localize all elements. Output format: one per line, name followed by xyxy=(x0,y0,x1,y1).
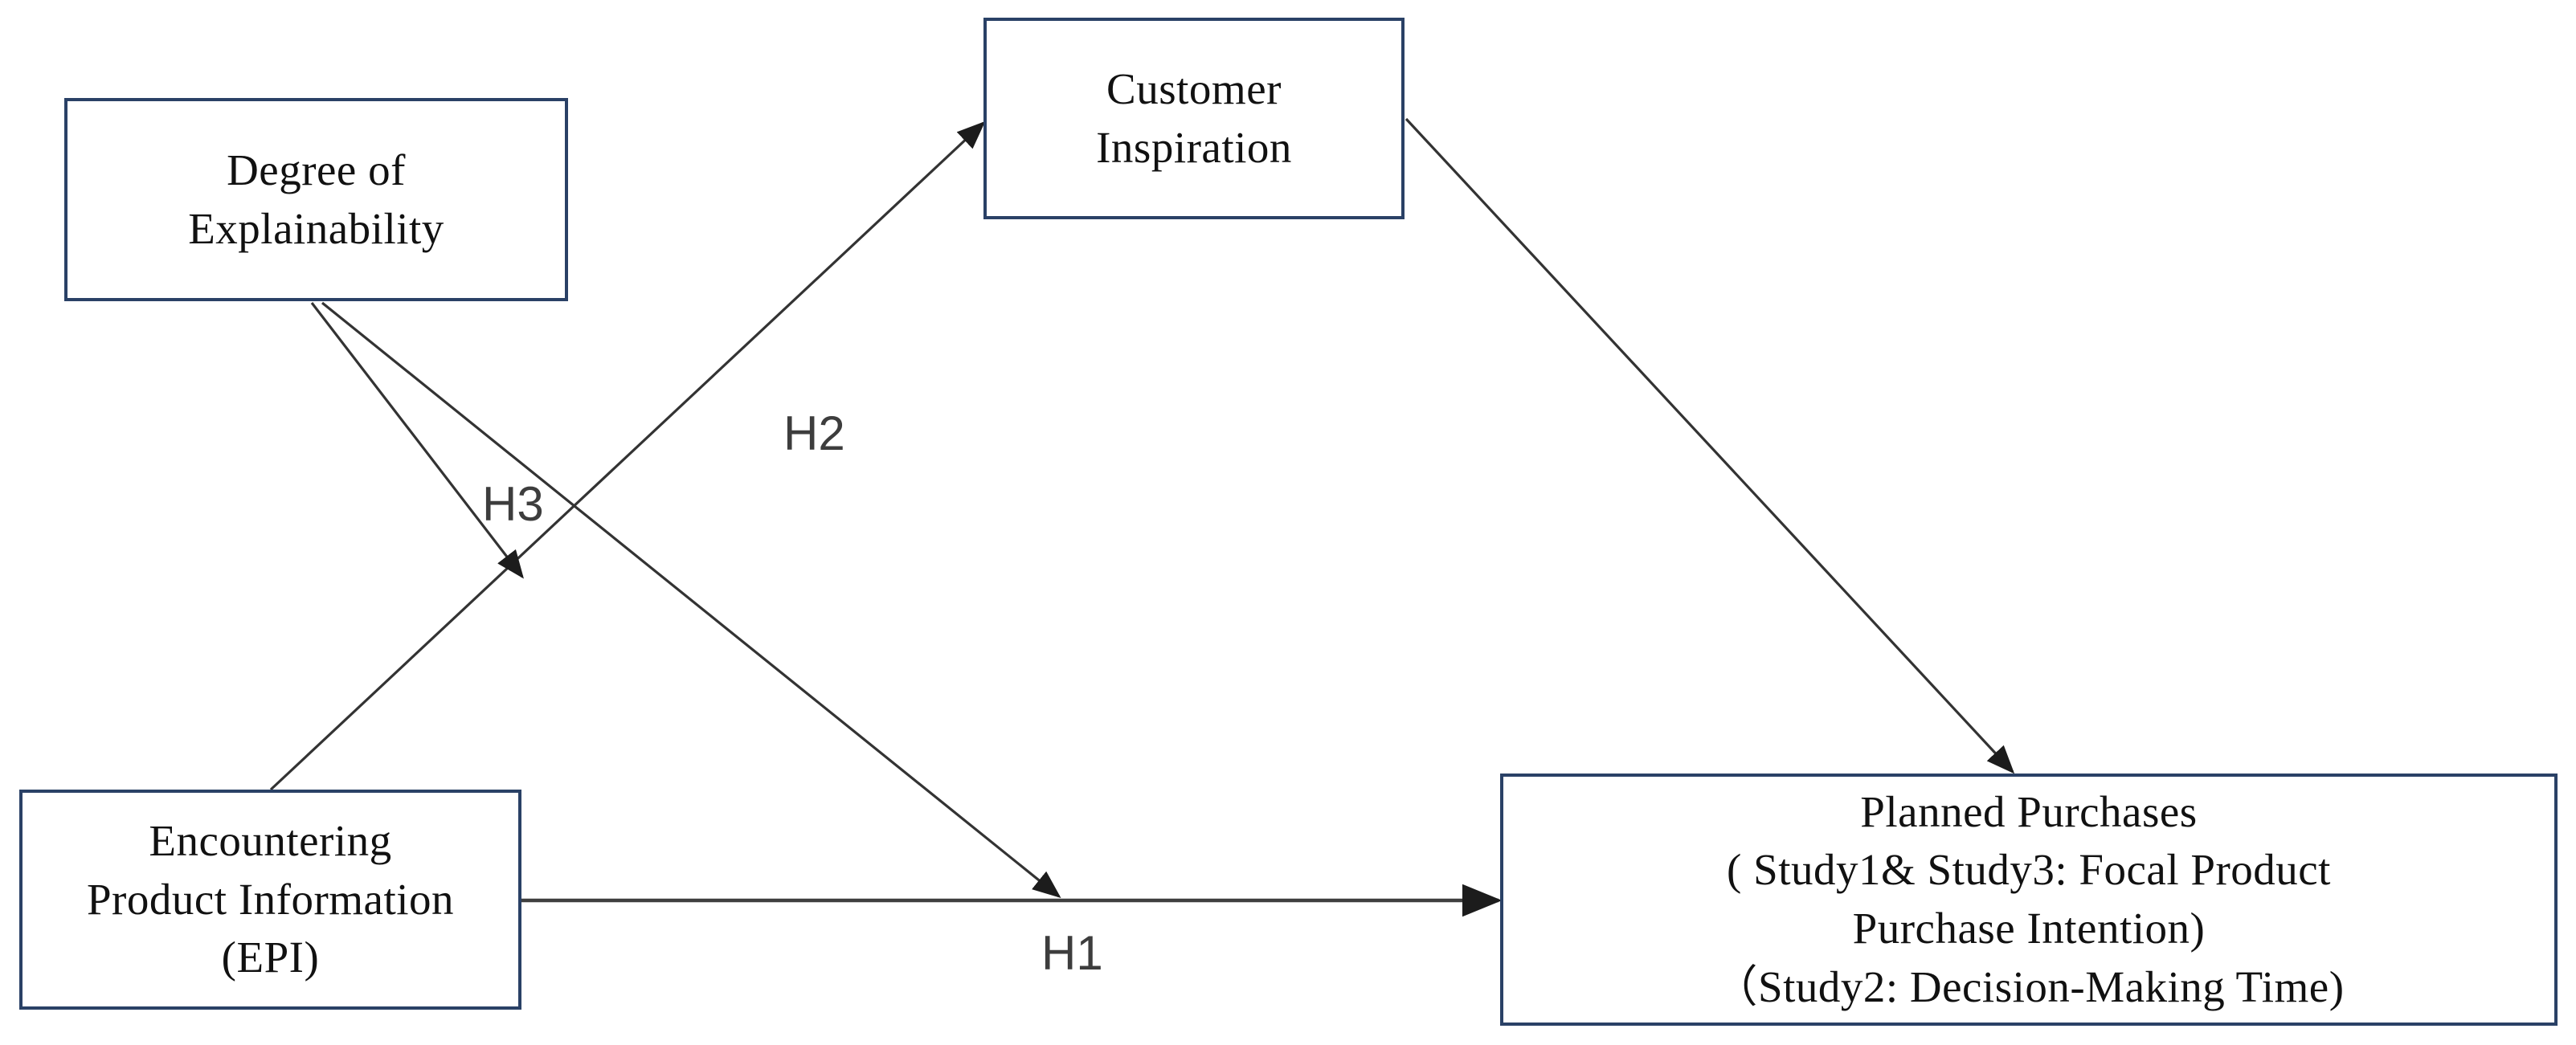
arrow-epi-to-inspiration xyxy=(269,120,986,791)
box-degree-of-explainability: Degree of Explainability xyxy=(64,98,568,301)
arrow-inspiration-to-planned xyxy=(1405,117,2015,774)
box-inspiration-label: Customer Inspiration xyxy=(1096,63,1292,172)
path-label-h1: H1 xyxy=(1041,926,1103,980)
path-label-h2: H2 xyxy=(783,406,845,460)
arrow-degree-moderates-h1-path xyxy=(321,301,1061,899)
box-degree-label: Degree of Explainability xyxy=(188,145,444,253)
box-encountering-product-information: Encountering Product Information (EPI) xyxy=(19,790,521,1010)
path-label-h3: H3 xyxy=(482,477,544,531)
box-planned-label: Planned Purchases ( Study1& Study3: Foca… xyxy=(1713,786,2345,1011)
arrow-degree-moderates-h2-path xyxy=(310,302,524,579)
box-planned-purchases: Planned Purchases ( Study1& Study3: Foca… xyxy=(1500,774,2558,1026)
box-customer-inspiration: Customer Inspiration xyxy=(983,18,1405,219)
box-epi-label: Encountering Product Information (EPI) xyxy=(86,816,455,982)
